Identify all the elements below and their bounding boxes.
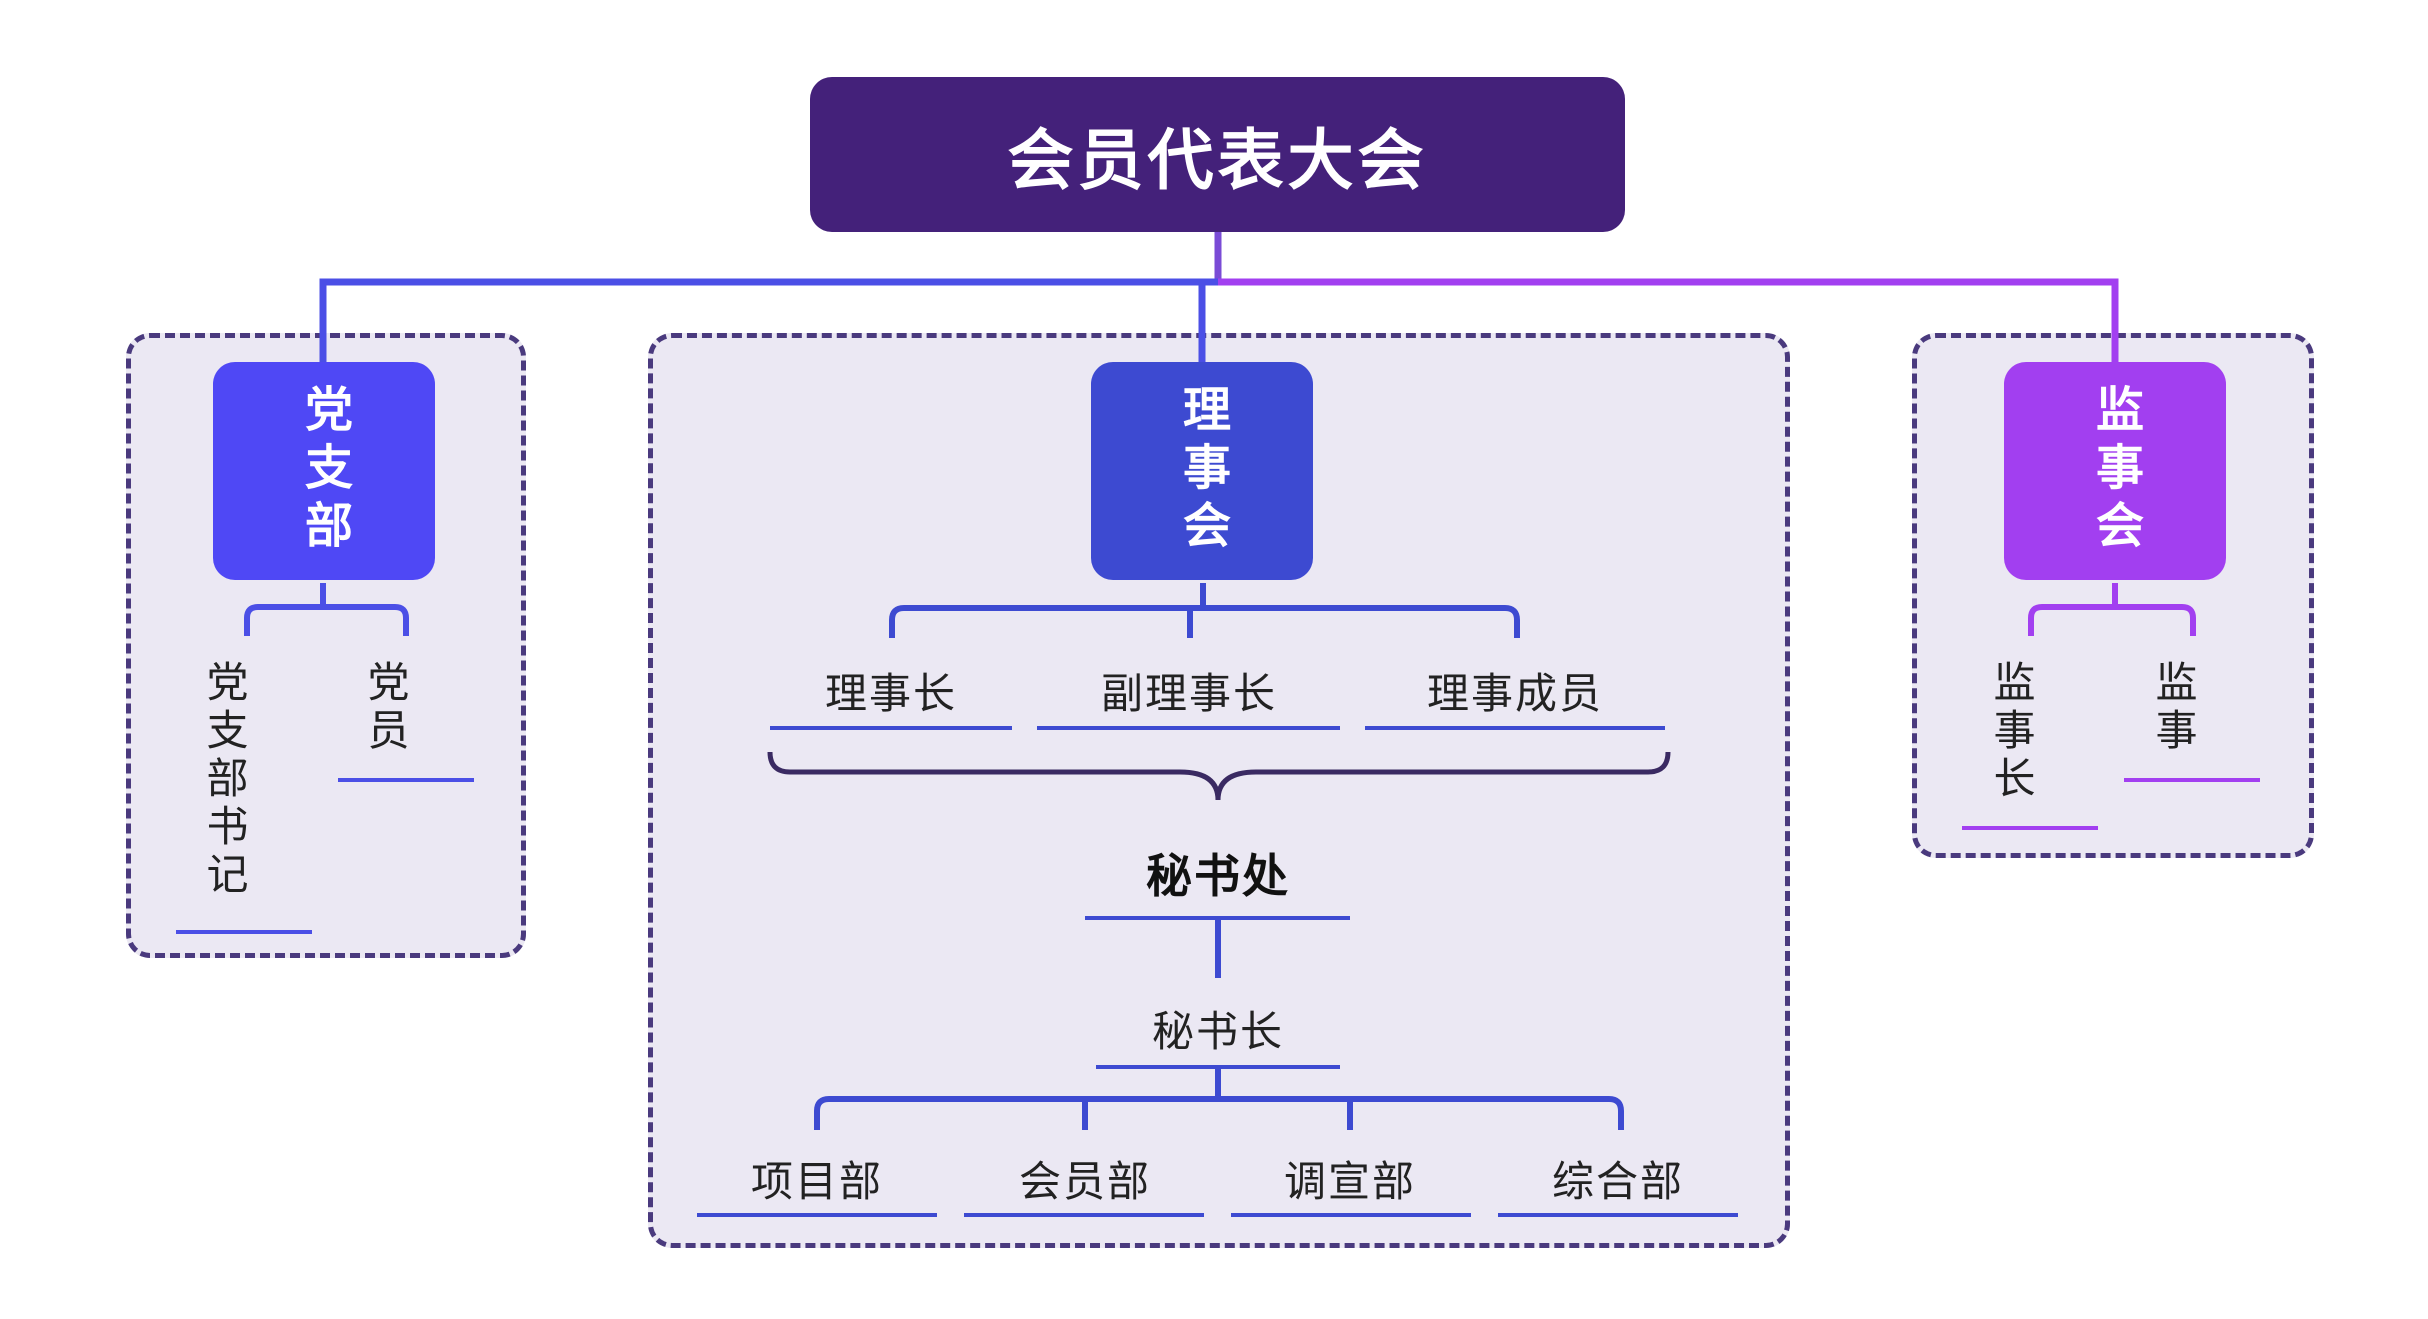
- council-members-label: 理事成员: [1426, 669, 1604, 718]
- vice-chairman-label: 副理事长: [1100, 669, 1278, 718]
- party-children-connector: [244, 583, 409, 636]
- chief-supervisor-label: 监事长: [1987, 660, 2036, 804]
- supervisory-children-connector: [2028, 583, 2196, 636]
- council-label: 理事会: [1174, 384, 1230, 558]
- dept-projects-label: 项目部: [750, 1157, 884, 1206]
- root-node: 会员代表大会: [810, 77, 1625, 232]
- supervisory-node: 监事会: [2004, 362, 2226, 580]
- dept-research-label: 调宣部: [1283, 1157, 1417, 1206]
- secretary-general-label: 秘书长: [1151, 1007, 1285, 1056]
- branch-supervisory: [1218, 278, 2119, 365]
- supervisory-label: 监事会: [2087, 384, 2143, 558]
- party-secretary-label: 党支部书记: [200, 660, 249, 900]
- supervisor-label: 监事: [2149, 660, 2198, 756]
- party-member-label: 党员: [361, 660, 410, 756]
- root-label: 会员代表大会: [1007, 121, 1428, 199]
- chairman-label: 理事长: [824, 669, 958, 718]
- council-node: 理事会: [1091, 362, 1313, 580]
- secretariat-brace: [767, 751, 1671, 801]
- branch-party: [319, 278, 1218, 365]
- dept-general-label: 综合部: [1551, 1157, 1685, 1206]
- council-children-connector: [889, 583, 1520, 638]
- party-branch-node: 党支部: [213, 362, 435, 580]
- dept-membership-label: 会员部: [1018, 1157, 1152, 1206]
- secretariat-label: 秘书处: [1146, 849, 1290, 903]
- party-branch-label: 党支部: [296, 384, 352, 558]
- departments-connector: [814, 1067, 1624, 1130]
